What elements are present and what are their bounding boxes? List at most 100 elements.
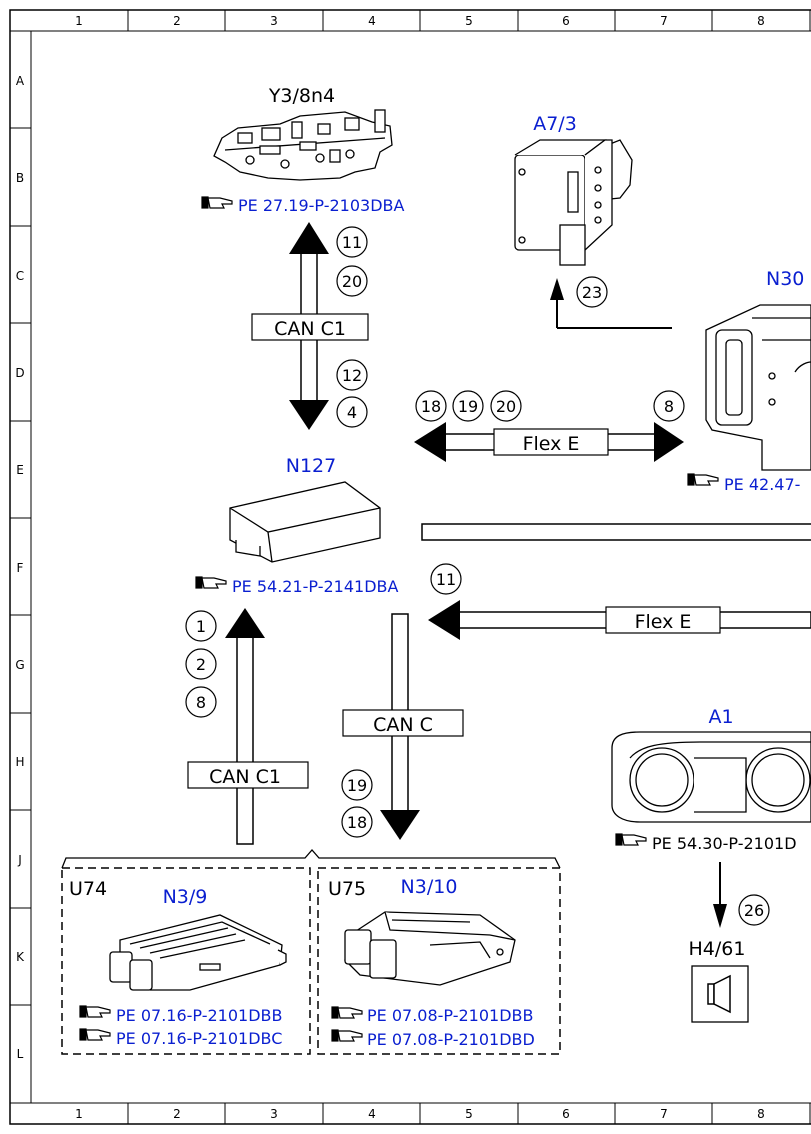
transmission-control-unit-image bbox=[213, 109, 393, 181]
hand-pointer-icon bbox=[331, 1029, 363, 1042]
col-label: 4 bbox=[368, 14, 376, 28]
service-reference[interactable]: PE 54.21-P-2141DBA bbox=[195, 576, 399, 596]
row-label: H bbox=[15, 755, 24, 769]
signal-number: 26 bbox=[744, 901, 764, 920]
signal-number: 18 bbox=[347, 813, 367, 832]
row-label: A bbox=[16, 74, 25, 88]
reference-link[interactable]: PE 54.30-P-2101D bbox=[652, 834, 797, 853]
engine-control-unit-image bbox=[109, 914, 287, 991]
col-label: 1 bbox=[75, 1107, 83, 1121]
service-reference[interactable]: PE 54.30-P-2101D bbox=[615, 833, 797, 853]
component-n127[interactable]: N127 PE 54.21-P-2141DBA bbox=[195, 455, 399, 596]
row-label: F bbox=[17, 561, 24, 575]
reference-link[interactable]: PE 27.19-P-2103DBA bbox=[238, 196, 405, 215]
component-id: N3/9 bbox=[163, 886, 208, 908]
can-c-connection: CAN C bbox=[342, 613, 464, 840]
signal-number: 20 bbox=[496, 397, 516, 416]
row-label: K bbox=[16, 950, 25, 964]
col-label: 6 bbox=[562, 14, 570, 28]
a7-3-connection: 23 bbox=[550, 276, 672, 329]
col-label: 4 bbox=[368, 1107, 376, 1121]
service-reference[interactable]: PE 42.47- bbox=[687, 473, 800, 494]
bus-label: CAN C1 bbox=[274, 318, 346, 340]
signal-marker-labels-can-c: 19 18 bbox=[347, 776, 367, 832]
col-label: 7 bbox=[660, 1107, 668, 1121]
component-n30[interactable]: N30 PE 42.47- bbox=[687, 268, 811, 494]
component-a1[interactable]: A1 PE 54.30-P-2101D bbox=[611, 706, 811, 853]
hand-pointer-icon bbox=[687, 473, 719, 486]
signal-number: 19 bbox=[347, 776, 367, 795]
component-n3-10[interactable]: U75 N3/10 PE 07.08-P-2101DBB PE 07.08-P-… bbox=[317, 867, 561, 1055]
row-label: G bbox=[15, 658, 24, 672]
col-label: 3 bbox=[270, 1107, 278, 1121]
component-a7-3[interactable]: A7/3 bbox=[514, 113, 633, 266]
signal-markers-can-c1-bottom bbox=[185, 610, 217, 718]
col-label: 5 bbox=[465, 14, 473, 28]
component-id: N3/10 bbox=[401, 876, 458, 898]
can-c1-bottom-connection: CAN C1 bbox=[187, 608, 309, 845]
row-grid bbox=[10, 127, 31, 1006]
col-label: 6 bbox=[562, 1107, 570, 1121]
a1-to-h4-61-connection: 26 bbox=[713, 862, 770, 928]
col-label: 8 bbox=[757, 14, 765, 28]
signal-number: 11 bbox=[342, 233, 362, 252]
col-label: 5 bbox=[465, 1107, 473, 1121]
hand-pointer-icon bbox=[615, 833, 647, 846]
col-label: 2 bbox=[173, 14, 181, 28]
reference-link[interactable]: PE 07.16-P-2101DBB bbox=[116, 1006, 282, 1025]
col-label: 1 bbox=[75, 14, 83, 28]
column-labels-bottom: 1 2 3 4 5 6 7 8 bbox=[75, 1107, 765, 1121]
esp-control-unit-image bbox=[705, 304, 811, 471]
service-reference[interactable]: PE 27.19-P-2103DBA bbox=[201, 196, 405, 215]
row-labels: A B C D E F G H J K L bbox=[15, 74, 25, 1061]
service-reference[interactable]: PE 07.08-P-2101DBB bbox=[331, 1006, 533, 1025]
row-label: J bbox=[17, 853, 22, 867]
bus-label: CAN C1 bbox=[209, 766, 281, 788]
component-h4-61[interactable]: H4/61 bbox=[689, 938, 749, 1023]
component-y3-8n4[interactable]: Y3/8n4 PE 27.19-P-2103DBA bbox=[201, 85, 405, 215]
signal-marker-labels-flex-e-top: 18 19 20 8 bbox=[421, 397, 674, 416]
row-label: D bbox=[15, 366, 24, 380]
can-c1-top-connection: CAN C1 bbox=[251, 222, 369, 430]
flex-e-top-connection: Flex E bbox=[414, 422, 684, 462]
column-labels-top: 1 2 3 4 5 6 7 8 bbox=[75, 14, 765, 28]
bus-label: CAN C bbox=[373, 714, 433, 736]
bus-label: Flex E bbox=[523, 433, 580, 455]
col-label: 2 bbox=[173, 1107, 181, 1121]
signal-marker-labels-can-c1-top: 11 20 12 4 bbox=[342, 233, 362, 422]
powertrain-control-unit-image bbox=[229, 481, 381, 563]
speaker-icon bbox=[707, 974, 731, 1014]
hand-pointer-icon bbox=[201, 196, 233, 209]
component-id: A1 bbox=[708, 706, 733, 728]
column-grid bbox=[127, 10, 811, 1124]
row-label: E bbox=[16, 463, 24, 477]
service-reference[interactable]: PE 07.16-P-2101DBB bbox=[79, 1005, 282, 1025]
hand-pointer-icon bbox=[195, 576, 227, 589]
signal-number: 20 bbox=[342, 272, 362, 291]
service-reference[interactable]: PE 07.16-P-2101DBC bbox=[79, 1028, 282, 1048]
component-id: N30 bbox=[766, 268, 804, 290]
signal-marker-labels-can-c1-bottom: 1 2 8 bbox=[196, 617, 206, 712]
row-label: C bbox=[16, 269, 24, 283]
flex-e-mid-connection: Flex E 11 bbox=[428, 563, 811, 640]
signal-markers-can-c1-top bbox=[336, 226, 368, 428]
instrument-cluster-image bbox=[611, 731, 811, 823]
row-label: L bbox=[17, 1047, 24, 1061]
reference-link[interactable]: PE 42.47- bbox=[724, 475, 800, 494]
service-reference[interactable]: PE 07.08-P-2101DBD bbox=[331, 1029, 535, 1049]
engine-control-unit-image bbox=[344, 911, 516, 986]
component-id: Y3/8n4 bbox=[268, 85, 335, 107]
reference-link[interactable]: PE 07.08-P-2101DBB bbox=[367, 1006, 533, 1025]
hand-pointer-icon bbox=[79, 1028, 111, 1041]
reference-link[interactable]: PE 54.21-P-2141DBA bbox=[232, 577, 399, 596]
unit-label: U75 bbox=[328, 878, 366, 900]
group-bracket bbox=[61, 849, 561, 869]
signal-number: 23 bbox=[582, 283, 602, 302]
component-id: N127 bbox=[286, 455, 336, 477]
component-n3-9[interactable]: U74 N3/9 PE 07.16-P-2101DBB PE 07.16-P-2… bbox=[61, 867, 311, 1055]
reference-link[interactable]: PE 07.16-P-2101DBC bbox=[116, 1029, 282, 1048]
signal-number: 8 bbox=[196, 693, 206, 712]
reference-link[interactable]: PE 07.08-P-2101DBD bbox=[367, 1030, 535, 1049]
bus-line bbox=[421, 523, 811, 541]
signal-number: 4 bbox=[347, 403, 357, 422]
